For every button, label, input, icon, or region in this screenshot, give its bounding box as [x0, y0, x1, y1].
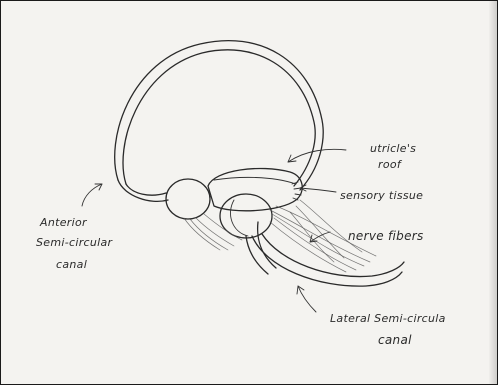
- label-lateral-2: canal: [378, 333, 412, 347]
- label-anterior-3: canal: [56, 258, 87, 271]
- arrow-lateral-canal: [297, 286, 316, 312]
- arrow-anterior-canal: [82, 184, 102, 206]
- sensory-tissue-marks: [292, 182, 301, 200]
- label-nerve-fibers: nerve fibers: [348, 229, 424, 243]
- label-lateral-1: Lateral Semi-circula: [330, 312, 446, 325]
- lateral-canal-inner: [252, 236, 402, 286]
- utricle-roof-line: [214, 177, 296, 184]
- label-utricle-roof-1: utricle's: [370, 142, 416, 155]
- label-sensory-tissue: sensory tissue: [340, 189, 423, 202]
- arrow-utricle-roof: [288, 149, 346, 162]
- label-anterior-2: Semi-circular: [36, 236, 114, 249]
- saccule-inner: [230, 200, 248, 236]
- label-anterior-1: Anterior: [39, 216, 88, 229]
- ampulla: [166, 179, 210, 219]
- label-utricle-roof-2: roof: [378, 158, 403, 171]
- anterior-canal-stem-inner: [126, 184, 166, 195]
- ampulla-fibers: [184, 214, 242, 250]
- anterior-canal-outer: [115, 41, 323, 190]
- arrow-sensory-tissue: [300, 185, 336, 192]
- utricle-body: [208, 168, 302, 210]
